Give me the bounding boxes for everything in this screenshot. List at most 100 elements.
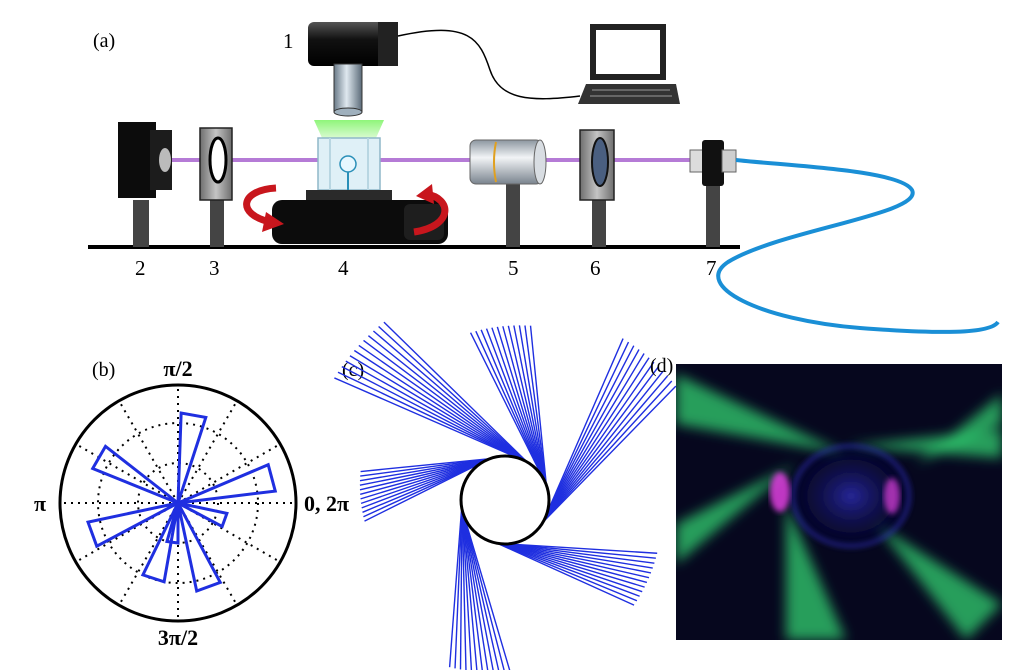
trajectory-line — [518, 325, 547, 484]
polar-label-top: π/2 — [163, 356, 192, 381]
trajectory-line — [505, 543, 655, 564]
trajectory-line — [544, 366, 660, 520]
trajectory-line — [496, 326, 545, 481]
light-beam — [676, 374, 846, 454]
light-beam — [876, 524, 1002, 640]
trajectory-line — [463, 516, 505, 670]
trajectory-line — [524, 325, 547, 485]
polar-lobe — [177, 462, 278, 505]
fluorescence-micrograph — [676, 364, 1002, 640]
trajectory-line — [341, 365, 520, 460]
trajectory-line — [462, 512, 483, 670]
trajectory-line — [504, 543, 653, 569]
trajectory-line — [498, 542, 638, 602]
light-beam — [916, 394, 1002, 464]
polar-label-left: π — [34, 491, 46, 516]
laser-source-icon — [118, 122, 172, 247]
trajectory-line — [513, 325, 547, 483]
polar-grid-spoke — [177, 400, 238, 504]
trajectory-line — [360, 459, 486, 496]
trajectory-line — [463, 517, 511, 670]
trajectory-line — [543, 380, 673, 522]
component-label-2: 2 — [135, 256, 146, 280]
polar-lobe — [177, 501, 229, 529]
trajectory-line — [491, 327, 545, 480]
trajectory-line — [461, 510, 467, 670]
polar-lobe — [90, 444, 179, 505]
trajectory-line — [378, 325, 527, 462]
polar-grid-ring — [137, 462, 219, 544]
trajectory-line — [359, 458, 489, 482]
polar-label-bottom: 3π/2 — [158, 625, 198, 650]
trajectory-line — [361, 461, 484, 509]
trajectory-line — [502, 326, 546, 481]
trajectory-line — [500, 543, 645, 588]
polar-grid-spoke — [177, 502, 238, 606]
component-label-1: 1 — [283, 29, 294, 53]
trajectory-rays — [334, 321, 677, 670]
component-label-4: 4 — [338, 256, 349, 280]
polar-grid-spoke — [75, 443, 179, 504]
polar-grid-ring — [97, 422, 259, 584]
trajectory-line — [362, 461, 483, 513]
polar-outer-circle — [58, 383, 298, 623]
polar-lobes — [86, 411, 278, 594]
green-illumination — [314, 120, 384, 138]
trajectory-line — [454, 508, 463, 669]
trajectory-line — [502, 543, 650, 579]
trajectory-line — [544, 361, 655, 519]
component-label-7: 7 — [706, 256, 717, 280]
trajectory-line — [360, 457, 491, 473]
trajectory-line — [475, 330, 543, 477]
panel-b: (b) π/2 π 0, 2π 3π/2 — [34, 356, 349, 650]
cuvette-icon — [306, 137, 392, 200]
trajectory-line — [462, 512, 478, 670]
trajectory-line — [383, 321, 528, 463]
trajectory-line — [360, 460, 485, 505]
trajectory-line — [359, 459, 487, 491]
polar-grid-spoke — [118, 502, 179, 606]
polar-lobe — [176, 502, 223, 594]
trajectory-line — [485, 328, 544, 479]
particle-ring — [459, 454, 551, 546]
polar-lobe — [176, 411, 208, 504]
trajectory-line — [529, 325, 548, 486]
panel-c: (c) — [334, 321, 677, 670]
objective-lens-icon — [469, 139, 547, 247]
polar-grid-spoke — [177, 443, 281, 504]
polar-lobe — [86, 501, 179, 549]
trajectory-line — [360, 460, 486, 500]
panel-a-label: (a) — [93, 30, 115, 52]
trajectory-line — [546, 341, 630, 514]
trajectory-line — [360, 458, 490, 477]
component-label-3: 3 — [209, 256, 220, 280]
panel-d-label: (d) — [650, 355, 673, 377]
trajectory-line — [364, 462, 482, 522]
trajectory-line — [461, 511, 473, 670]
panel-a: (a) 1 2 — [88, 22, 1000, 334]
panel-b-label: (b) — [92, 359, 115, 381]
polar-grid — [60, 385, 296, 621]
trajectory-line — [459, 509, 463, 670]
component-label-5: 5 — [508, 256, 519, 280]
trajectory-line — [543, 375, 669, 521]
trajectory-line — [462, 513, 489, 670]
trajectory-line — [480, 329, 544, 478]
trajectory-line — [337, 371, 519, 459]
trajectory-line — [358, 344, 524, 461]
trajectory-line — [359, 458, 488, 486]
trajectory-line — [497, 542, 635, 606]
lens-mount-icon — [579, 129, 615, 247]
rotation-arrow-left-icon — [243, 184, 284, 232]
fiber-coupler-icon — [689, 140, 737, 247]
laptop-icon — [578, 24, 680, 104]
light-beam — [676, 464, 796, 564]
trajectory-line — [507, 325, 546, 482]
camera-icon — [308, 22, 398, 117]
trajectory-line — [499, 543, 643, 593]
trajectory-line — [363, 462, 482, 518]
trajectory-line — [545, 345, 635, 515]
trajectory-line — [448, 507, 463, 668]
trajectory-line — [353, 349, 523, 461]
